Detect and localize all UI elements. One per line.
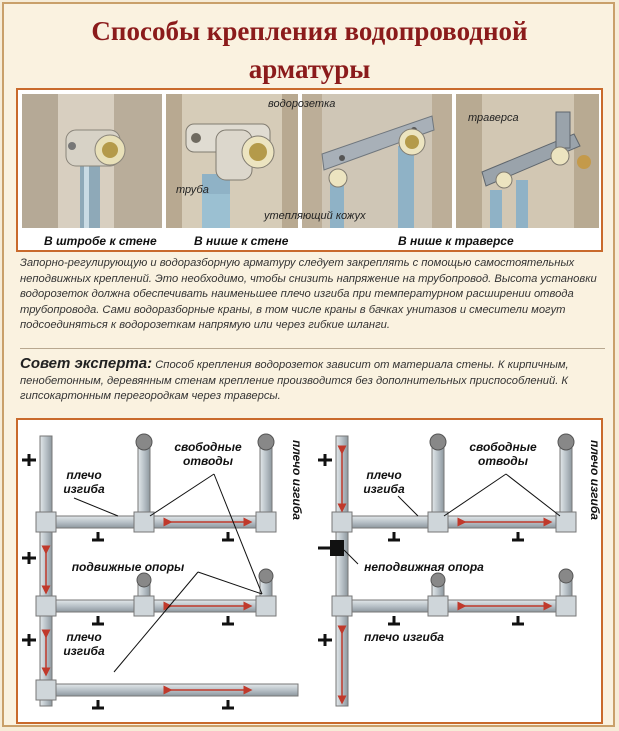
photo-niche-traverse-1: [302, 94, 452, 228]
right-bend-arm-label-top: плечо изгиба: [363, 468, 405, 496]
photo-niche-wall: [166, 94, 298, 228]
pipe-diagram: свободные отводы плечо изгиба плечо изги…: [16, 418, 603, 724]
right-pipe-system: [318, 433, 577, 707]
advice-text: Способ крепления водорозеток зависит от …: [20, 359, 569, 403]
right-fixed-support-label: неподвижная опора: [364, 560, 484, 574]
left-movable-supports-label: подвижные опоры: [71, 560, 185, 574]
right-bend-arm-label-bottom: плечо изгиба: [364, 630, 444, 644]
body-paragraph: Запорно-регулирующую и водоразборную арм…: [20, 257, 597, 332]
advice-heading: Совет эксперта:: [20, 355, 153, 372]
pipe-diagram-drawing: [22, 433, 577, 710]
right-free-branches-label: свободные отводы: [469, 440, 537, 468]
label-traversa: траверса: [468, 112, 519, 124]
caption-niche-traverse: В нише к траверсе: [398, 234, 514, 248]
caption-niche-wall: В нише к стене: [194, 234, 289, 248]
label-kozhukh: утепляющий кожух: [264, 210, 366, 222]
page-title: Способы крепления водопроводной арматуры: [0, 12, 619, 88]
caption-groove: В штробе к стене: [44, 234, 157, 248]
label-truba: труба: [176, 184, 209, 196]
photo-wall-groove: [22, 94, 162, 228]
left-bend-arm-label-top: плечо изгиба: [63, 468, 105, 496]
right-bend-arm-vertical-label: плечо изгиба: [588, 440, 602, 520]
left-free-branches-label: свободные отводы: [174, 440, 242, 468]
left-bend-arm-label-bottom: плечо изгиба: [63, 630, 105, 658]
left-pipe-system: [22, 433, 299, 710]
divider: [20, 348, 605, 349]
label-vodorozetka: водорозетка: [268, 98, 336, 110]
photo-strip: водорозетка труба утепляющий кожух траве…: [16, 88, 603, 252]
left-bend-arm-vertical-label: плечо изгиба: [290, 440, 304, 520]
expert-advice: Совет эксперта: Способ крепления водороз…: [20, 356, 604, 405]
title-line-2: арматуры: [248, 54, 371, 84]
photo-niche-traverse-2: [456, 94, 599, 228]
title-line-1: Способы крепления водопроводной: [91, 16, 528, 46]
